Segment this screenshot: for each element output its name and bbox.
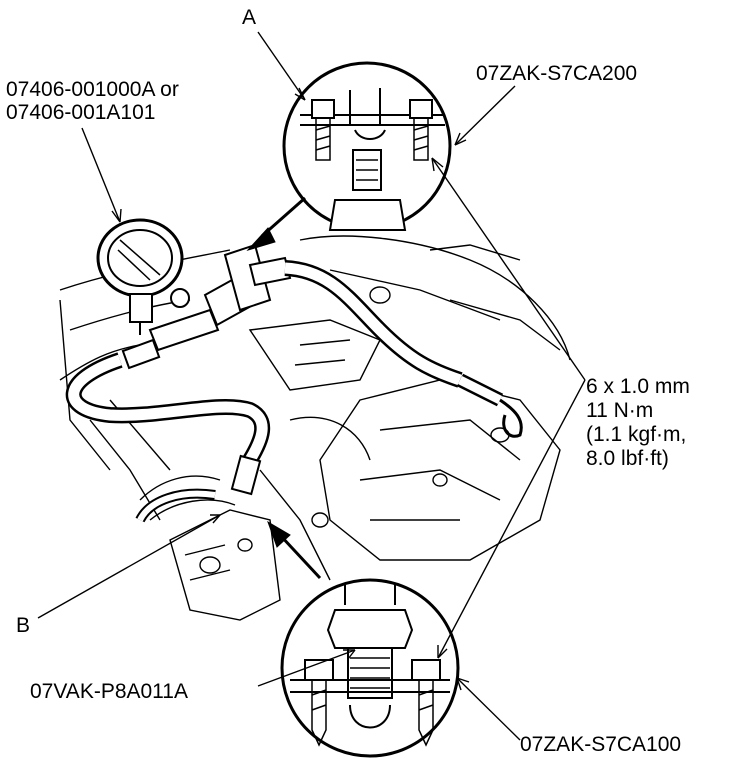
torque-spec-line2: 11 N·m bbox=[586, 399, 654, 422]
detail-circle-bottom bbox=[280, 578, 460, 758]
callout-a: A bbox=[242, 6, 257, 29]
gauge-part-number-line2: 07406-001A101 bbox=[6, 101, 156, 124]
gauge-part-number-line1: 07406-001000A or bbox=[6, 78, 179, 101]
test-tee-fitting bbox=[148, 243, 292, 352]
pressure-gauge bbox=[96, 218, 184, 335]
torque-spec-line4: 8.0 lbf·ft) bbox=[586, 447, 669, 470]
leader-lines bbox=[37, 31, 586, 741]
torque-spec-line1: 6 x 1.0 mm bbox=[586, 375, 690, 398]
callout-b: B bbox=[16, 614, 31, 637]
adapter-top-part-number: 07ZAK-S7CA200 bbox=[476, 62, 638, 85]
big-arrows bbox=[246, 196, 322, 580]
torque-spec-line3: (1.1 kgf·m, bbox=[586, 423, 687, 446]
fitting-part-number: 07VAK-P8A011A bbox=[30, 680, 188, 703]
adapter-bottom-part-number: 07ZAK-S7CA100 bbox=[520, 733, 682, 756]
detail-circle-top bbox=[282, 61, 452, 231]
test-hoses bbox=[65, 260, 523, 523]
